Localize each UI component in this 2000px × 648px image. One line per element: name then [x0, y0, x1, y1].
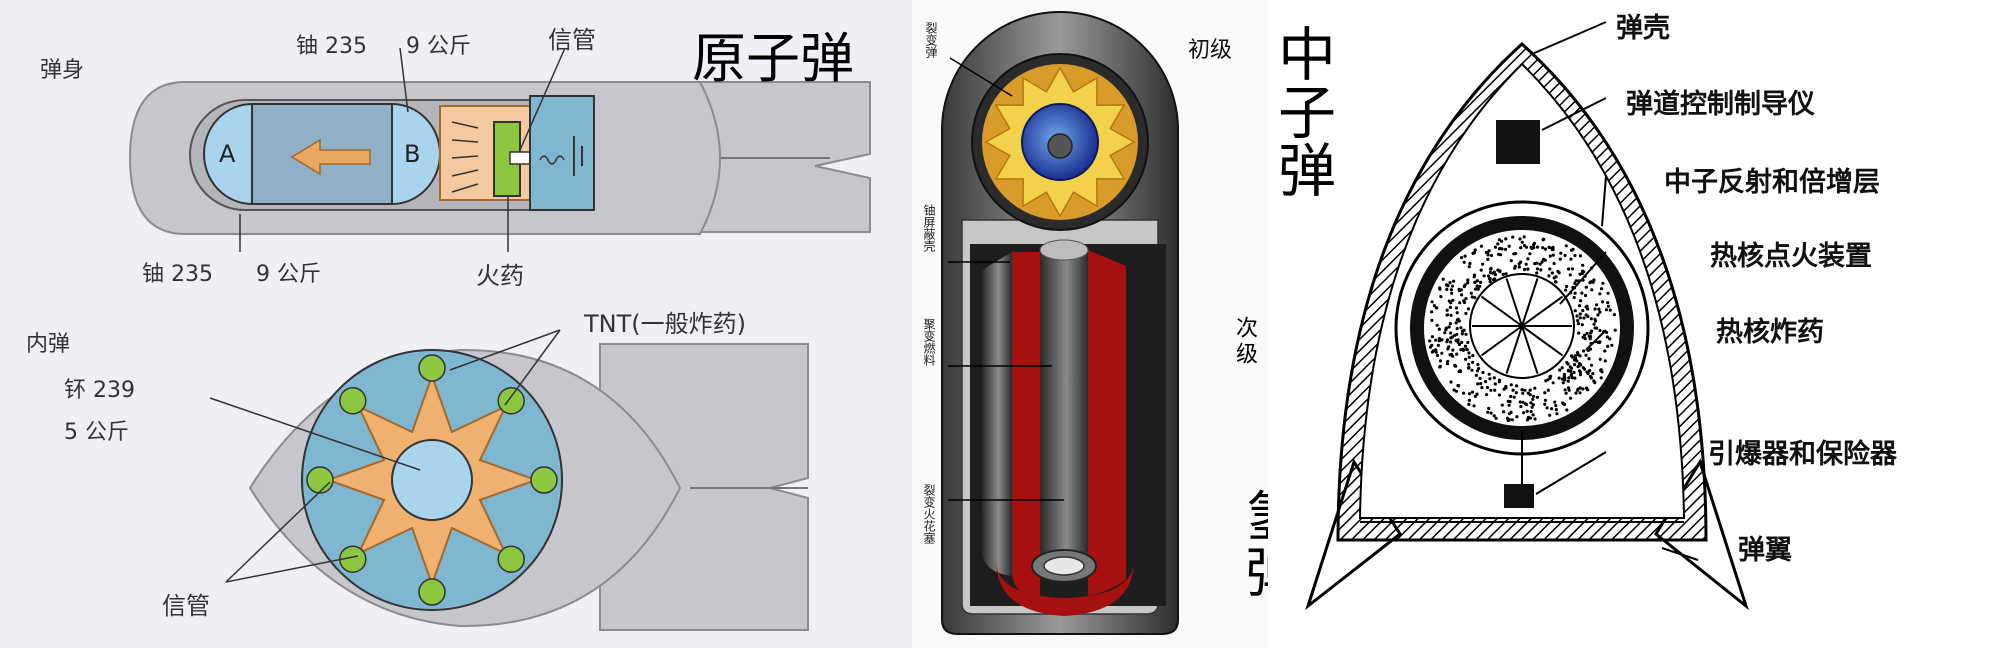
fusion-fuel-label: 聚变燃料: [922, 318, 936, 366]
explosive-label: 热核炸药: [1716, 317, 1824, 348]
reflector-label: 中子反射和倍增层: [1664, 167, 1880, 198]
hydrogen-bomb-drawing: [941, 11, 1179, 635]
detonator-bottom-label: 信管: [162, 592, 210, 620]
guidance-label: 弹道控制制导仪: [1626, 89, 1815, 120]
shell-label: 弹壳: [1616, 13, 1670, 44]
detonator-icon: [418, 578, 446, 606]
igniter-label: 热核点火装置: [1710, 241, 1872, 272]
mass-bottom-label: 9 公斤: [256, 262, 321, 287]
body-label: 弹身: [40, 58, 85, 83]
detonator-top-label: 信管: [548, 26, 596, 54]
hydrogen-bomb-title: 氢弹: [1236, 488, 1268, 600]
plutonium-core: [391, 439, 473, 521]
inner-bomb-label: 内弹: [26, 332, 71, 357]
tnt-label: TNT(一般炸药): [584, 310, 746, 338]
neutron-bomb-panel: 中子弹 弹壳 弹道控制制导仪 中子反射和倍增层 热核点火装置 热核炸药 引爆器和…: [1268, 0, 2000, 648]
part-b-label: B: [404, 140, 421, 168]
propellant-label: 火药: [476, 262, 524, 290]
guidance-unit: [1496, 120, 1540, 164]
hydrogen-bomb-panel: 裂变弹 初级 铀屏蔽壳 次级 聚变燃料 裂变火花塞 氢弹: [912, 0, 1268, 648]
atomic-bomb-drawing: [128, 47, 871, 631]
detonator-icon: [497, 387, 525, 415]
mass-top-label: 9 公斤: [406, 34, 471, 59]
u235-bottom-label: 铀 235: [142, 262, 213, 287]
detonator-icon: [339, 387, 367, 415]
projectile-arrow-icon: [290, 138, 371, 176]
neutron-bomb-title: 中子弹: [1268, 24, 1336, 198]
neutron-bomb-drawing: [1305, 21, 1749, 611]
part-a-label: A: [219, 140, 236, 168]
pu239-label: 钚 239: [64, 378, 135, 403]
fission-bomb-label: 裂变弹: [924, 22, 938, 58]
detonator-icon: [497, 545, 525, 573]
detonator-box: [529, 95, 595, 211]
uranium-shell-label: 铀屏蔽壳: [922, 204, 936, 252]
detonator-icon: [418, 354, 446, 382]
detonator-icon: [530, 466, 558, 494]
u235-top-label: 铀 235: [296, 34, 367, 59]
thermonuclear-explosive: [1428, 235, 1617, 423]
secondary-label: 次级: [1232, 316, 1257, 368]
uranium-a: [203, 102, 253, 206]
mass-pu-label: 5 公斤: [64, 420, 129, 445]
atomic-bomb-title: 原子弹: [692, 27, 854, 90]
spark-plug-label: 裂变火花塞: [922, 484, 936, 544]
fuze-unit: [1504, 484, 1534, 508]
fin-label: 弹翼: [1738, 535, 1792, 566]
fuze-label: 引爆器和保险器: [1708, 439, 1897, 470]
detonator-icon: [306, 466, 334, 494]
primary-label: 初级: [1188, 38, 1233, 63]
atomic-bomb-panel: 弹身 铀 235 9 公斤 信管 原子弹 A B 铀 235 9 公斤 火药 内…: [0, 0, 912, 648]
spark-plug-rod: [1040, 250, 1088, 566]
